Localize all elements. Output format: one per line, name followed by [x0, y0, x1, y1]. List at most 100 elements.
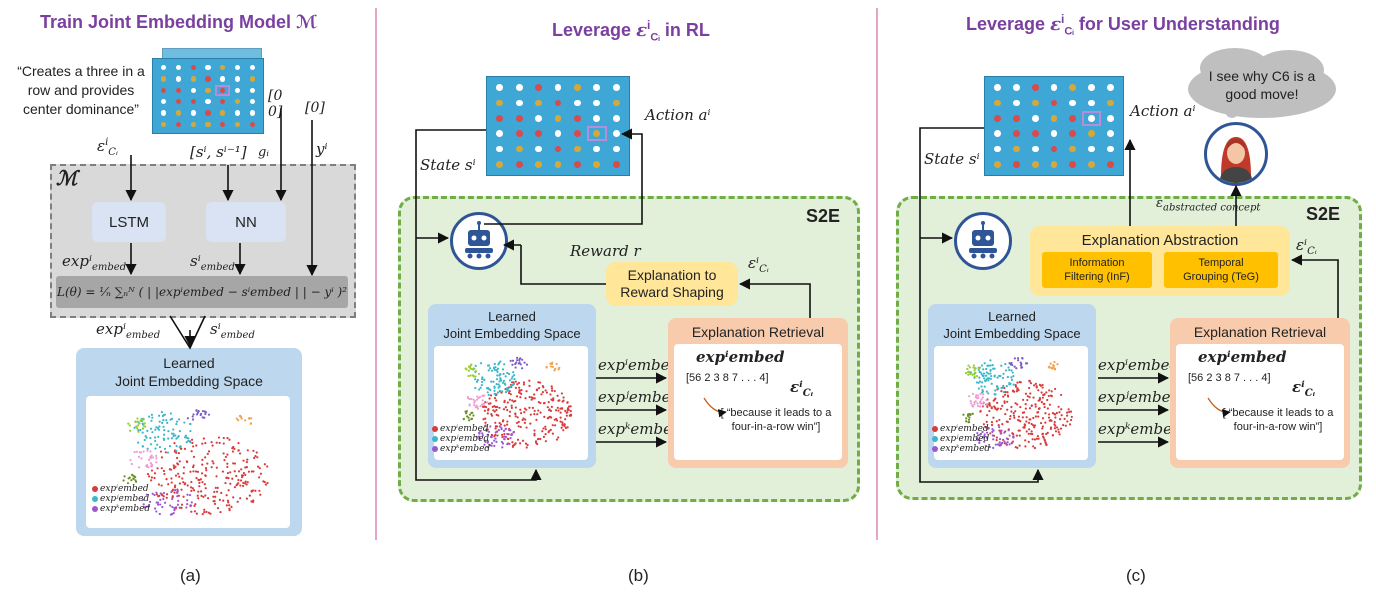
- scatter-point: [987, 372, 990, 375]
- legend-dot-icon: [432, 426, 438, 432]
- scatter-point: [487, 369, 490, 372]
- scatter-point: [538, 386, 541, 390]
- legend-entry: expⁱembed: [92, 484, 150, 494]
- scatter-point: [481, 405, 485, 409]
- scatter-point: [1048, 403, 1051, 406]
- scatter-point: [176, 503, 180, 506]
- scatter-point: [510, 404, 513, 407]
- scatter-point: [530, 396, 533, 399]
- board-cell: [1045, 95, 1064, 110]
- scatter-point: [547, 430, 550, 434]
- scatter-point: [149, 462, 152, 465]
- arrow-label-b-0: expⁱembed: [598, 356, 680, 374]
- game-piece: [993, 160, 1001, 168]
- scatter-point: [483, 394, 486, 397]
- game-piece: [220, 76, 226, 82]
- embedding-scatter: [962, 356, 1073, 450]
- scatter-point: [1053, 420, 1056, 424]
- scatter-point: [560, 426, 563, 429]
- scatter-point: [502, 372, 505, 375]
- scatter-point: [991, 434, 994, 437]
- scatter-point: [986, 427, 989, 430]
- scatter-point: [170, 513, 173, 516]
- scatter-point: [476, 407, 480, 410]
- scatter-point: [548, 408, 551, 412]
- scatter-point: [195, 477, 198, 480]
- game-piece: [593, 114, 601, 122]
- scatter-point: [183, 483, 186, 486]
- scatter-point: [141, 498, 144, 501]
- scatter-point: [1031, 424, 1035, 427]
- board-cell: [607, 111, 626, 126]
- scatter-point: [493, 386, 496, 389]
- scatter-point: [539, 411, 542, 414]
- scatter-point: [975, 437, 978, 440]
- game-piece: [1012, 99, 1020, 107]
- scatter-point: [987, 364, 990, 367]
- scatter-point: [537, 437, 540, 441]
- scatter-point: [498, 385, 501, 388]
- scatter-point: [1055, 426, 1059, 429]
- scatter-point: [1042, 402, 1045, 405]
- scatter-point: [1003, 440, 1006, 443]
- scatter-point: [162, 425, 165, 428]
- scatter-point: [512, 400, 515, 403]
- scatter-point: [1007, 395, 1010, 398]
- scatter-point: [201, 442, 204, 445]
- scatter-point: [967, 413, 970, 416]
- board-cell: [548, 80, 567, 95]
- scatter-point: [990, 423, 994, 427]
- arrow-label-b-2: expᵏembed: [598, 420, 682, 438]
- scatter-point: [496, 370, 499, 373]
- abstraction-title: Explanation Abstraction: [1081, 232, 1239, 249]
- board-cell: [988, 141, 1007, 156]
- game-piece: [249, 87, 256, 93]
- scatter-point: [563, 423, 566, 426]
- scatter-point: [542, 402, 546, 405]
- scatter-point: [181, 477, 184, 480]
- scatter-point: [565, 414, 568, 417]
- scatter-point: [157, 435, 160, 439]
- scatter-point: [508, 410, 512, 413]
- legend-entry: expᵏembed: [92, 504, 150, 514]
- scatter-point: [495, 425, 499, 428]
- scatter-point: [166, 421, 169, 424]
- scatter-point: [127, 422, 130, 425]
- scatter-point: [162, 438, 166, 441]
- board-cell: [490, 141, 509, 156]
- scatter-point: [266, 465, 269, 468]
- scatter-point: [1023, 424, 1027, 427]
- scatter-point: [202, 437, 205, 440]
- scatter-point: [1022, 398, 1025, 401]
- scatter-point: [528, 379, 531, 382]
- game-piece: [1050, 99, 1058, 107]
- scatter-point: [999, 443, 1003, 447]
- board-cell: [1007, 95, 1026, 110]
- scatter-point: [141, 418, 144, 421]
- scatter-point: [1034, 405, 1037, 408]
- scatter-point: [539, 437, 542, 441]
- cloud-part-4: [1226, 108, 1238, 118]
- board-cell: [171, 85, 186, 96]
- scatter-point: [1018, 380, 1021, 384]
- scatter-point: [198, 481, 201, 484]
- scatter-point: [237, 482, 240, 485]
- scatter-point: [484, 440, 487, 443]
- scatter-point: [156, 501, 160, 504]
- scatter-point: [238, 415, 242, 418]
- scatter-point: [1017, 359, 1020, 362]
- abstracted-label: εabstracted concept: [1156, 196, 1261, 214]
- scatter-point: [985, 398, 988, 402]
- scatter-point: [560, 392, 564, 395]
- legend-dot-icon: [92, 496, 98, 502]
- scatter-point: [988, 445, 991, 449]
- board-cell: [156, 96, 171, 107]
- scatter-point: [515, 361, 518, 364]
- scatter-point: [160, 467, 163, 470]
- scatter-point: [500, 440, 504, 444]
- scatter-point: [147, 475, 151, 478]
- game-piece: [593, 145, 601, 153]
- board-cell: [548, 157, 567, 172]
- scatter-point: [149, 436, 152, 440]
- game-piece: [993, 114, 1001, 122]
